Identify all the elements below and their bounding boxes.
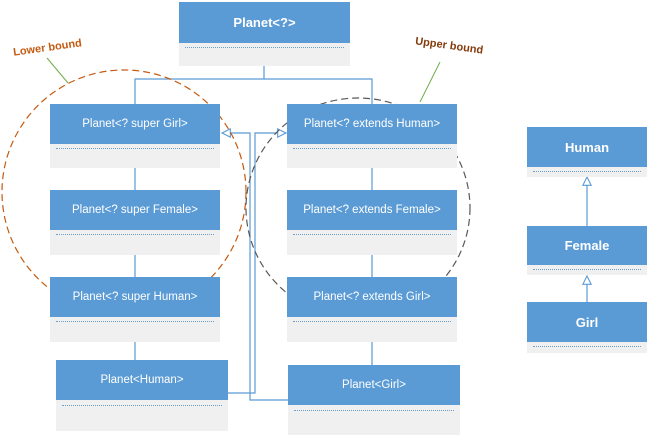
class-super-girl-title: Planet<? super Girl> — [50, 104, 220, 144]
class-super-girl[interactable]: Planet<? super Girl> — [50, 104, 220, 168]
class-planet-wildcard-title: Planet<?> — [179, 2, 350, 43]
class-super-female[interactable]: Planet<? super Female> — [50, 190, 220, 255]
class-extends-female-title: Planet<? extends Female> — [287, 190, 457, 230]
class-planet-girl-title: Planet<Girl> — [288, 365, 460, 405]
class-human[interactable]: Human — [527, 127, 647, 177]
class-super-human[interactable]: Planet<? super Human> — [50, 277, 220, 342]
class-extends-human[interactable]: Planet<? extends Human> — [287, 104, 457, 168]
class-extends-girl-title: Planet<? extends Girl> — [287, 277, 457, 317]
arrow-extends-human-to-planet-wild — [264, 78, 373, 104]
class-planet-human[interactable]: Planet<Human> — [56, 360, 228, 431]
inheritance-arrows — [135, 51, 587, 401]
class-extends-female[interactable]: Planet<? extends Female> — [287, 190, 457, 255]
class-female[interactable]: Female — [527, 226, 647, 275]
upper-bound-callout — [419, 61, 441, 103]
class-planet-wildcard[interactable]: Planet<?> — [179, 2, 350, 66]
class-extends-girl[interactable]: Planet<? extends Girl> — [287, 277, 457, 342]
class-super-female-title: Planet<? super Female> — [50, 190, 220, 230]
class-planet-girl[interactable]: Planet<Girl> — [288, 365, 460, 435]
class-female-title: Female — [527, 226, 647, 265]
upper-bound-ellipse — [245, 97, 471, 319]
class-girl[interactable]: Girl — [527, 302, 647, 353]
lower-bound-callout — [46, 57, 69, 84]
arrow-planet-human-to-extends-human — [228, 133, 286, 394]
class-super-human-title: Planet<? super Human> — [50, 277, 220, 317]
class-extends-human-title: Planet<? extends Human> — [287, 104, 457, 144]
class-human-title: Human — [527, 127, 647, 167]
arrow-planet-girl-to-super-girl — [222, 133, 288, 401]
class-girl-title: Girl — [527, 302, 647, 342]
class-planet-human-title: Planet<Human> — [56, 360, 228, 400]
